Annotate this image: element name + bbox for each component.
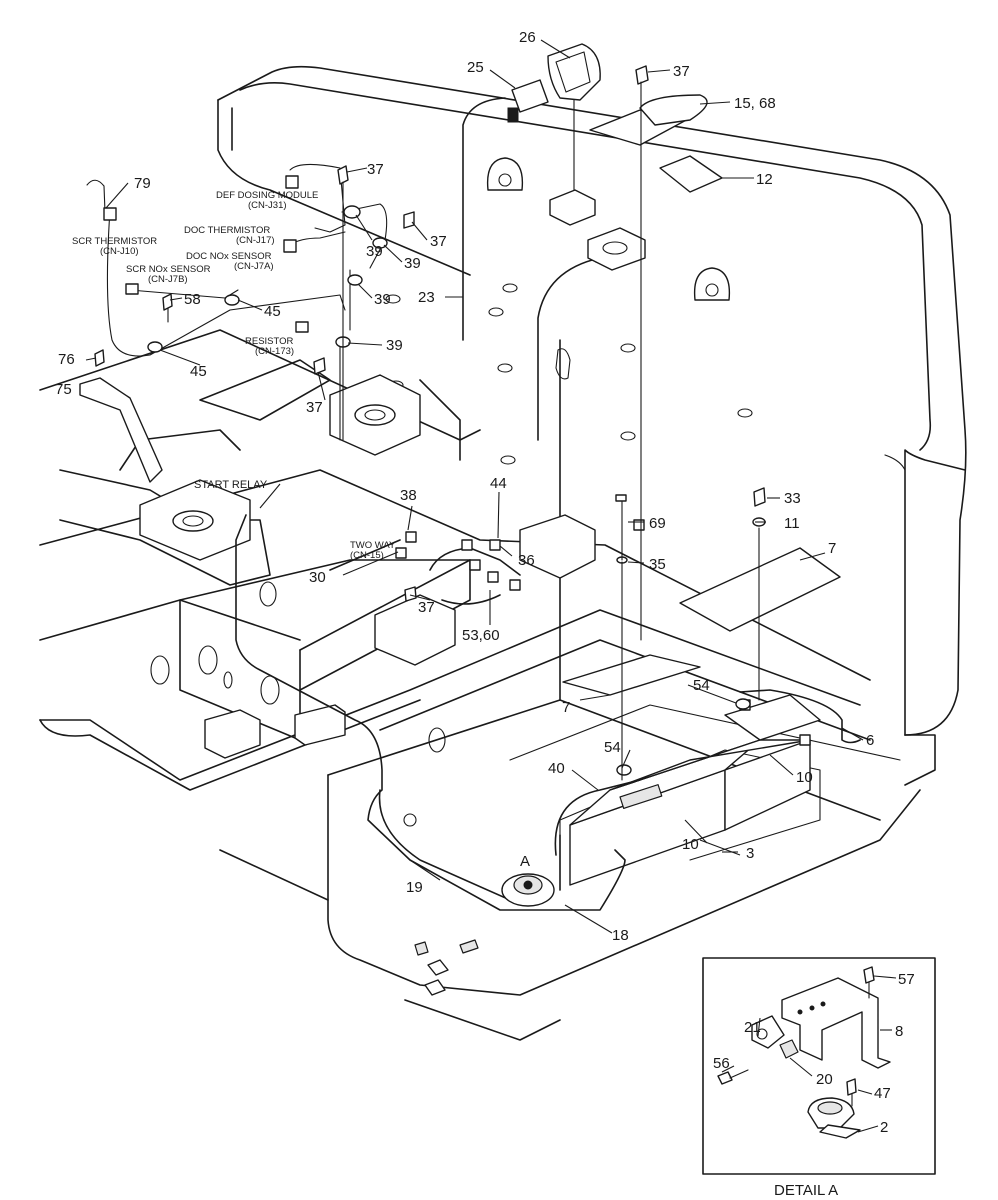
leader-lines [85,39,864,934]
callout-2: 2 [880,1119,888,1136]
callout-40: 40 [548,760,565,777]
callout-A: A [520,853,530,870]
label-scr-nox: SCR NOx SENSOR [126,264,211,275]
callout-38: 38 [400,487,417,504]
callout-54-a: 54 [693,677,710,694]
callout-12: 12 [756,171,773,188]
callout-23: 23 [418,289,435,306]
counterweight [217,65,967,786]
start-relay-A [501,873,555,907]
label-start-relay: START RELAY [194,479,268,491]
callout-37-d: 37 [418,599,435,616]
detail-a-title: DETAIL A [774,1182,838,1199]
bolts [94,65,766,602]
floor-pads [414,939,479,996]
callout-6: 6 [866,732,874,749]
battery-cover-plate-rear [679,547,841,632]
pad-23 [587,227,646,271]
callout-10-b: 10 [682,836,699,853]
callout-37-b: 37 [430,233,447,250]
callout-11: 11 [784,515,800,532]
label-scr-nox-cn: (CN-J7B) [148,274,188,285]
callout-3: 3 [746,845,754,862]
battery-right [609,694,821,831]
callout-45-b: 45 [190,363,207,380]
label-def-dosing: DEF DOSING MODULE [216,190,318,201]
cover-26 [547,43,601,101]
label-doc-nox: DOC NOx SENSOR [186,251,272,262]
callout-20: 20 [816,1071,833,1088]
callout-37-top: 37 [673,63,690,80]
label-resistor: RESISTOR [245,336,294,347]
callout-53-60: 53,60 [462,627,500,644]
pad-26 [549,189,596,226]
callout-30: 30 [309,569,326,586]
label-doc-nox-cn: (CN-J7A) [234,261,274,272]
relay-25 [507,79,549,123]
callout-57: 57 [898,971,915,988]
callout-44: 44 [490,475,507,492]
callout-7-right: 7 [828,540,836,557]
assembly-lines [342,94,760,781]
callout-33: 33 [784,490,801,507]
callout-39-a: 39 [366,243,383,260]
callout-15-68: 15, 68 [734,95,776,112]
callout-58: 58 [184,291,201,308]
plate-12 [659,155,723,193]
label-doc-thermistor-cn: (CN-J17) [236,235,275,246]
callout-18: 18 [612,927,629,944]
clamps [147,205,751,776]
callout-7-left: 7 [562,699,570,716]
label-two-way: TWO WAY [350,540,396,551]
callout-79: 79 [134,175,151,192]
callout-36: 36 [518,552,535,569]
callout-39-b: 39 [404,255,421,272]
callout-47: 47 [874,1085,891,1102]
callout-76: 76 [58,351,75,368]
battery-cover-plate-front [562,654,701,696]
callout-numbers: 79 26 25 37 15, 68 12 37 37 39 39 39 39 … [55,29,874,944]
callout-37-a: 37 [367,161,384,178]
detail-a-panel: 57 21 56 8 20 47 2 [702,957,936,1175]
label-def-dosing-cn: (CN-J31) [248,200,287,211]
text-labels: DEF DOSING MODULE (CN-J31) DOC THERMISTO… [72,190,396,561]
callout-39-c: 39 [374,291,391,308]
callout-39-d: 39 [386,337,403,354]
callout-37-c: 37 [306,399,323,416]
label-scr-thermistor: SCR THERMISTOR [72,236,157,247]
callout-75: 75 [55,381,72,398]
callout-19: 19 [406,879,423,896]
callout-26: 26 [519,29,536,46]
label-resistor-cn: (CN-173) [255,346,294,357]
label-scr-thermistor-cn: (CN-J10) [100,246,139,257]
callout-69: 69 [649,515,666,532]
callout-54-b: 54 [604,739,621,756]
callout-21: 21 [744,1019,761,1036]
callout-25: 25 [467,59,484,76]
bracket-75 [79,377,163,483]
callout-35: 35 [649,556,666,573]
callout-56: 56 [713,1055,730,1072]
label-two-way-cn: (CN-15) [350,550,384,561]
label-doc-thermistor: DOC THERMISTOR [184,225,270,236]
callout-10-a: 10 [796,769,813,786]
bracket-68 [639,94,708,126]
upper-frame [39,329,921,1041]
callout-8: 8 [895,1023,903,1040]
callout-45-a: 45 [264,303,281,320]
